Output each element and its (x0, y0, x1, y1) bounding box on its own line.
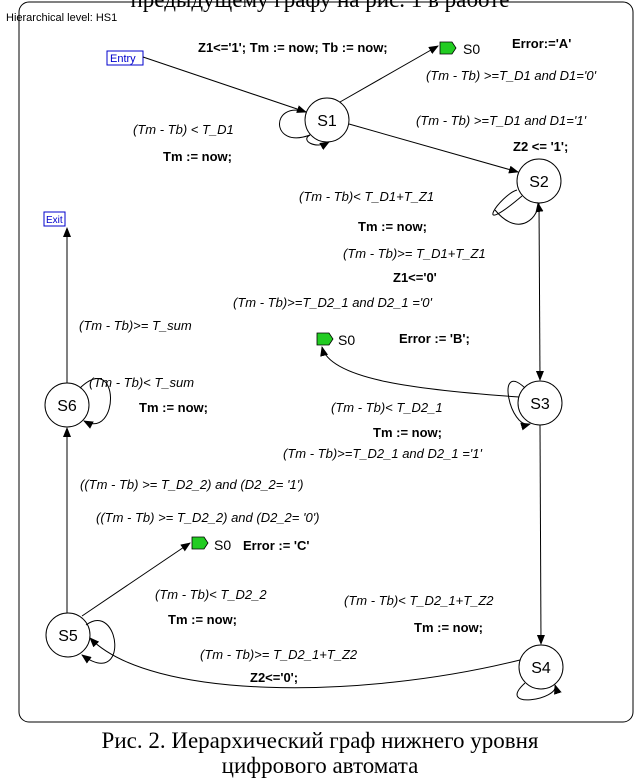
s0-marker-b: S0 (316, 332, 355, 348)
state-s4-label: S4 (531, 660, 551, 677)
cond-s1-self: (Tm - Tb) < T_D1 (133, 122, 234, 137)
arrow-s4-s5 (89, 637, 521, 689)
cond-s2-self: (Tm - Tb)< T_D1+T_Z1 (299, 189, 434, 204)
exit-node: Exit (43, 211, 66, 227)
cond-s5-self: (Tm - Tb)< T_D2_2 (155, 587, 267, 602)
action-s5-self: Tm := now; (168, 612, 237, 627)
diagram-frame (18, 1, 634, 723)
loop-s6 (79, 378, 111, 429)
arrow-s2-s3 (535, 202, 544, 381)
state-s1: S1 (304, 97, 350, 143)
cond-s1-s0: (Tm - Tb) >=T_D1 and D1='0' (426, 68, 597, 83)
action-s1-self: Tm := now; (163, 149, 232, 164)
state-s3: S3 (517, 380, 563, 426)
state-s1-label: S1 (317, 113, 337, 130)
action-error-c: Error := 'C' (243, 538, 310, 553)
arrow-s3-s4 (536, 424, 545, 645)
state-s5-label: S5 (58, 628, 78, 645)
loop-s5 (81, 620, 116, 664)
action-s6-self: Tm := now; (139, 400, 208, 415)
svg-text:S0: S0 (463, 41, 480, 57)
s0-marker-a: S0 (439, 41, 480, 57)
arrow-s1-s0 (339, 45, 439, 103)
loop-s1 (279, 109, 311, 139)
loop-s3 (507, 380, 531, 431)
action-s4-s5: Z2<='0'; (250, 670, 298, 685)
loop-s2 (492, 189, 523, 216)
cond-s5-s6: ((Tm - Tb) >= T_D2_2) and (D2_2= '1') (80, 477, 304, 492)
cond-s6-self: (Tm - Tb)< T_sum (89, 375, 194, 390)
figure-caption-line2: цифрового автомата (221, 753, 419, 778)
state-s6-label: S6 (57, 398, 77, 415)
state-s3-label: S3 (530, 396, 550, 413)
action-s1-s2: Z2 <= '1'; (513, 139, 568, 154)
action-error-a: Error:='A' (512, 36, 571, 51)
state-s4: S4 (518, 644, 564, 690)
transitions (63, 45, 562, 701)
state-s6: S6 (44, 382, 90, 428)
svg-text:S0: S0 (214, 537, 231, 553)
action-s3-self: Tm := now; (373, 425, 442, 440)
loop-s4 (516, 682, 562, 701)
cond-s5-s0: ((Tm - Tb) >= T_D2_2) and (D2_2= '0') (96, 510, 320, 525)
cond-s3-s4: (Tm - Tb)>=T_D2_1 and D2_1 ='1' (283, 446, 482, 461)
arrow-s1-s2 (348, 123, 519, 174)
cond-s2-s3: (Tm - Tb)>= T_D1+T_Z1 (343, 246, 486, 261)
entry-label: Entry (110, 53, 136, 65)
loop-s1-head (306, 134, 330, 150)
arrow-s3-s0 (320, 346, 520, 398)
action-error-b: Error := 'B'; (399, 331, 470, 346)
cond-s4-self: (Tm - Tb)< T_D2_1+T_Z2 (344, 593, 494, 608)
arrow-entry-s1 (142, 56, 307, 113)
action-s2-self: Tm := now; (358, 219, 427, 234)
action-entry-s1: Z1<='1'; Tm := now; Tb := now; (198, 40, 388, 55)
action-labels: Z1<='1'; Tm := now; Tb := now; Error:='A… (139, 36, 571, 685)
svg-text:S0: S0 (338, 332, 355, 348)
figure-caption-line1: Рис. 2. Иерархический граф нижнего уровн… (101, 728, 539, 753)
entry-node: Entry (106, 50, 144, 66)
hierarchical-level-label: Hierarchical level: HS1 (6, 12, 117, 24)
cond-s1-s2: (Tm - Tb) >=T_D1 and D1='1' (416, 113, 587, 128)
cond-s4-s5: (Tm - Tb)>= T_D2_1+T_Z2 (200, 647, 358, 662)
cond-s6-exit: (Tm - Tb)>= T_sum (79, 318, 192, 333)
loop-s2-head (494, 202, 544, 225)
cond-s3-self: (Tm - Tb)< T_D2_1 (331, 400, 443, 415)
exit-label: Exit (46, 215, 63, 226)
cond-s3-s0: (Tm - Tb)>=T_D2_1 and D2_1 ='0' (233, 295, 432, 310)
arrow-s5-s0 (81, 542, 191, 617)
action-s4-self: Tm := now; (414, 620, 483, 635)
condition-labels: (Tm - Tb) >=T_D1 and D1='0' (Tm - Tb) < … (79, 68, 597, 662)
state-s2-label: S2 (529, 174, 549, 191)
top-caption-fragment: предыдущему графу на рис. 1 в работе (0, 0, 640, 13)
s0-marker-c: S0 (191, 536, 231, 553)
state-s5: S5 (45, 612, 91, 658)
action-s2-s3: Z1<='0' (393, 270, 437, 285)
state-s2: S2 (516, 158, 562, 204)
